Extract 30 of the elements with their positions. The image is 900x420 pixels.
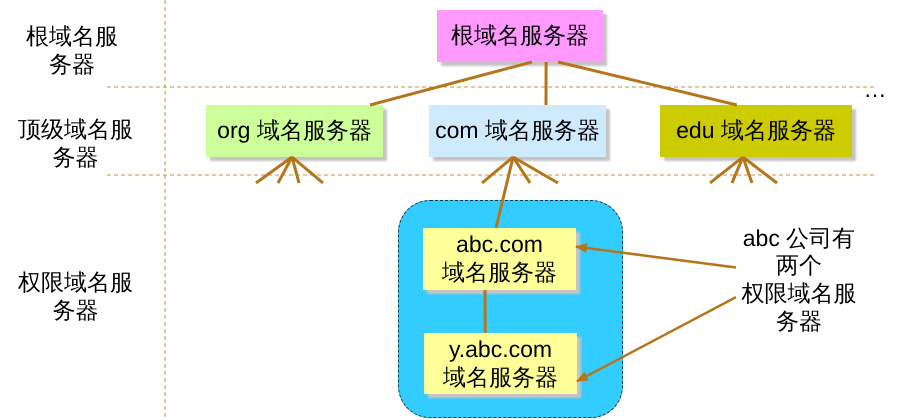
- server-box: com 域名服务器: [429, 105, 606, 157]
- server-box: edu 域名服务器: [660, 105, 852, 157]
- connector-line: [742, 156, 778, 184]
- arrow: [575, 243, 736, 269]
- server-box: abc.com 域名服务器: [423, 228, 576, 290]
- connector-line: [290, 156, 300, 184]
- server-box: org 域名服务器: [206, 105, 383, 157]
- row-label: 根域名服务器: [25, 23, 119, 78]
- connector-line: [730, 156, 744, 184]
- server-box: y.abc.com 域名服务器: [424, 333, 577, 394]
- row-label: 顶级域名服务器: [17, 116, 134, 172]
- rounded-box: [398, 200, 623, 418]
- connector-line: [544, 62, 548, 105]
- connector-line: [512, 156, 532, 184]
- connector-line: [370, 60, 532, 106]
- connector-line: [709, 156, 744, 184]
- ellipsis: …: [862, 76, 888, 104]
- connector-line: [494, 156, 515, 228]
- connector-line: [276, 156, 294, 184]
- row-label: 权限域名服务器: [17, 269, 134, 324]
- connector-line: [484, 290, 487, 333]
- annotation-text: abc 公司有两个 权限域名服务器: [736, 223, 862, 337]
- connector-line: [291, 156, 324, 184]
- arrow: [576, 296, 737, 382]
- connector-line: [255, 156, 293, 184]
- connector-line: [512, 156, 559, 184]
- connector-line: [741, 156, 754, 184]
- server-box: 根域名服务器: [437, 10, 603, 62]
- connector-line: [481, 156, 514, 184]
- connector-line: [558, 60, 738, 106]
